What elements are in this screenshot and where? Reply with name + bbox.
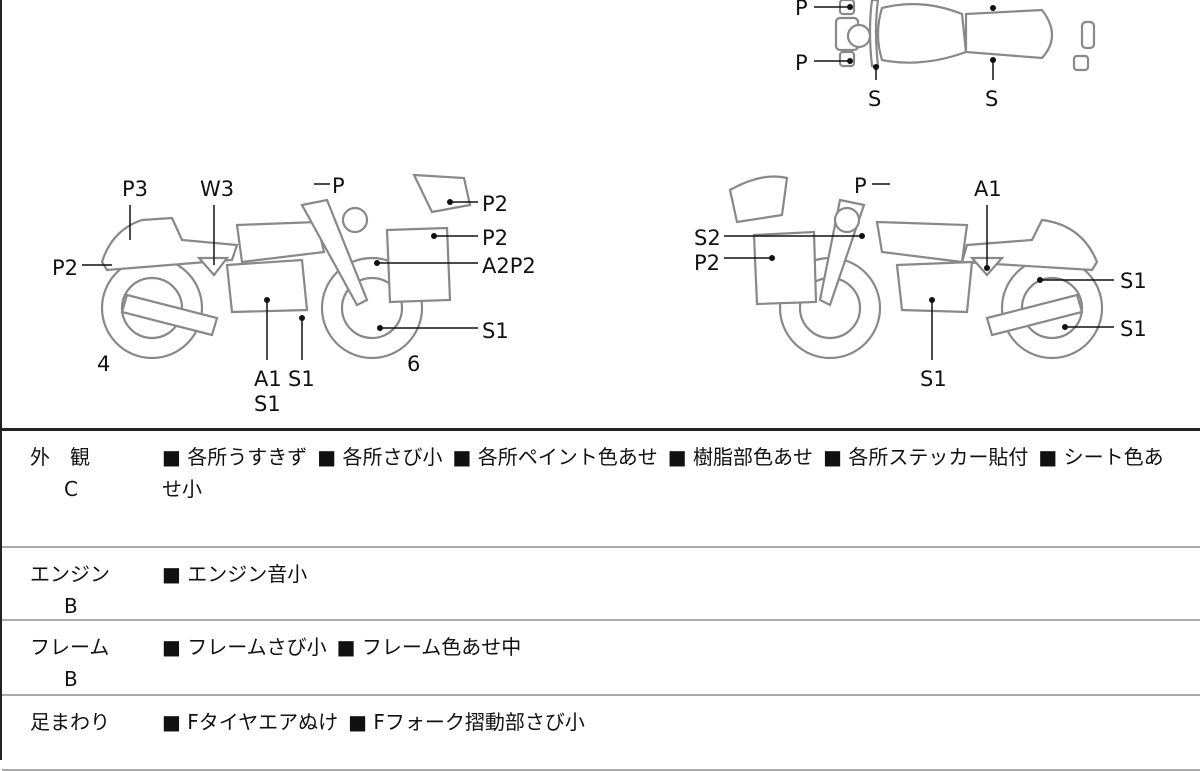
category-cell: エンジン B — [30, 558, 140, 622]
item: ■ 各所うすきず — [162, 445, 308, 469]
label-W3: W3 — [200, 177, 234, 201]
inspection-row-frame: フレーム B ■ フレームさび小 ■ フレーム色あせ中 — [2, 621, 1200, 696]
label-P2: P2 — [482, 192, 508, 216]
label-S: S — [868, 87, 881, 111]
grade: B — [64, 594, 78, 618]
category-label: エンジン — [30, 562, 110, 586]
label-S1: S1 — [482, 319, 509, 343]
grade: B — [64, 667, 78, 691]
category-label: 外 観 — [30, 445, 90, 469]
items-cell: ■ フレームさび小 ■ フレーム色あせ中 — [162, 631, 1182, 663]
item: ■ シート色あせ小 — [162, 445, 1164, 501]
inspection-row-suspension: 足まわり ■ Fタイヤエアぬけ ■ Fフォーク摺動部さび小 — [2, 696, 1200, 771]
item: ■ Fタイヤエアぬけ — [162, 710, 339, 734]
label-S1: S1 — [1120, 269, 1147, 293]
items-cell: ■ 各所うすきず ■ 各所さび小 ■ 各所ペイント色あせ ■ 樹脂部色あせ ■ 各所ステ… — [162, 441, 1182, 505]
label-S1: S1 — [288, 367, 315, 391]
label-P2: P2 — [52, 256, 78, 280]
category-label: フレーム — [30, 635, 110, 659]
item: ■ 各所ペイント色あせ — [452, 445, 658, 469]
label-S1: S1 — [254, 392, 281, 416]
item: ■ Fフォーク摺動部さび小 — [348, 710, 585, 734]
label-A1: A1 — [254, 367, 282, 391]
right-side-bike: P A1 S2 P2 S1 S1 S1 — [694, 174, 1147, 391]
label-S2: S2 — [694, 226, 721, 250]
label-P: P — [795, 0, 808, 20]
items-cell: ■ エンジン音小 — [162, 558, 1182, 590]
label-4: 4 — [97, 352, 110, 376]
label-A2P2: A2P2 — [482, 254, 536, 278]
inspection-row-exterior: 外 観 C ■ 各所うすきず ■ 各所さび小 ■ 各所ペイント色あせ ■ 樹脂部色あせ… — [2, 431, 1200, 548]
item: ■ フレーム色あせ中 — [336, 635, 522, 659]
category-cell: 足まわり — [30, 706, 140, 738]
item: ■ フレームさび小 — [162, 635, 327, 659]
damage-diagram: P P S S P3 W3 P P2 P2 A2P2 P2 S1 4 — [52, 0, 1147, 416]
items-cell: ■ Fタイヤエアぬけ ■ Fフォーク摺動部さび小 — [162, 706, 1182, 738]
category-cell: フレーム B — [30, 631, 140, 695]
category-cell: 外 観 C — [30, 441, 140, 505]
item: ■ 各所ステッカー貼付 — [823, 445, 1029, 469]
left-side-bike: P3 W3 P P2 P2 A2P2 P2 S1 4 6 A1 S1 S1 — [52, 173, 536, 416]
inspection-row-engine: エンジン B ■ エンジン音小 — [2, 548, 1200, 621]
label-6: 6 — [407, 352, 420, 376]
label-P2: P2 — [482, 226, 508, 250]
category-label: 足まわり — [30, 710, 110, 734]
label-P3: P3 — [122, 177, 148, 201]
label-S1: S1 — [1120, 317, 1147, 341]
label-P: P — [795, 51, 808, 75]
top-view-bike: P P S S — [795, 0, 1096, 111]
item: ■ 樹脂部色あせ — [667, 445, 814, 469]
label-P: P — [854, 174, 867, 198]
label-S: S — [985, 87, 998, 111]
label-S1: S1 — [920, 367, 947, 391]
label-P: P — [332, 174, 345, 198]
item: ■ エンジン音小 — [162, 562, 308, 586]
grade: C — [64, 477, 78, 501]
item: ■ 各所さび小 — [317, 445, 443, 469]
label-A1: A1 — [974, 177, 1002, 201]
label-P2: P2 — [694, 251, 720, 275]
